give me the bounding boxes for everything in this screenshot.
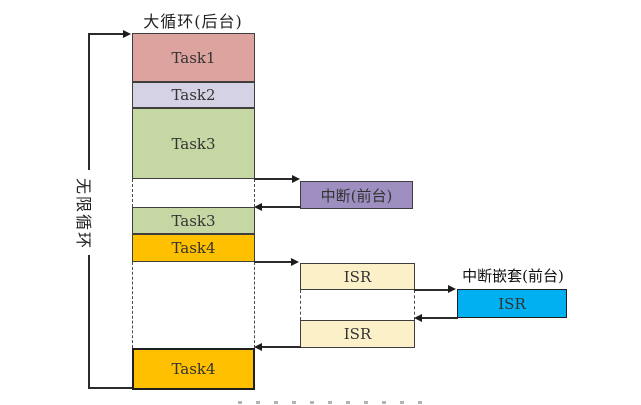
interrupt-call-arrowhead-icon [292,175,300,183]
isr-second-box: ISR [300,320,415,348]
loop-top-line [88,33,124,35]
isr-first-label: ISR [343,267,372,286]
loop-arrowhead-icon [123,30,131,38]
task3-second-label: Task3 [171,211,216,230]
infinite-loop-label: 无限循环 [74,177,93,250]
loop-line-lower [88,255,90,388]
isr-nested-suspension-gap [300,290,415,320]
task3-second-box: Task3 [132,207,255,234]
isr-nested-call-arrowhead-icon [448,285,456,293]
interrupt-box: 中断(前台) [300,181,413,209]
task4-last-label: Task4 [171,360,216,378]
nested-interrupt-label: 中断嵌套(前台) [462,267,564,285]
diagram-title: 大循环(后台) [143,12,243,31]
task3-first-box: Task3 [132,108,255,179]
isr-return-arrowhead-icon [254,343,262,351]
isr-nested-box: ISR [457,289,567,318]
task2-label: Task2 [171,86,216,104]
loop-bottom-line [88,387,132,389]
loop-line-upper [88,33,90,170]
isr-nested-return-arrowhead-icon [414,314,422,322]
task4-first-label: Task4 [171,239,216,257]
task4-last-box: Task4 [132,348,255,390]
interrupt-return-arrowhead-icon [254,203,262,211]
caption-fragment-cropped [238,401,423,404]
isr-nested-return-line [420,317,458,319]
interrupt-suspension-gap [132,179,255,207]
isr-suspension-gap [132,262,255,348]
interrupt-call-line [254,178,293,180]
isr-first-box: ISR [300,263,415,290]
interrupt-label: 中断(前台) [320,186,393,205]
isr-return-line [260,346,301,348]
interrupt-return-line [260,206,301,208]
task3-first-label: Task3 [171,134,216,153]
isr-nested-label: ISR [498,294,526,313]
task4-first-box: Task4 [132,234,255,262]
task2-box: Task2 [132,82,255,108]
isr-nested-call-line [414,289,449,291]
isr-call-line [254,261,292,263]
isr-call-arrowhead-icon [291,258,299,266]
task1-label: Task1 [171,48,216,67]
task1-box: Task1 [132,33,255,82]
isr-second-label: ISR [343,325,372,343]
